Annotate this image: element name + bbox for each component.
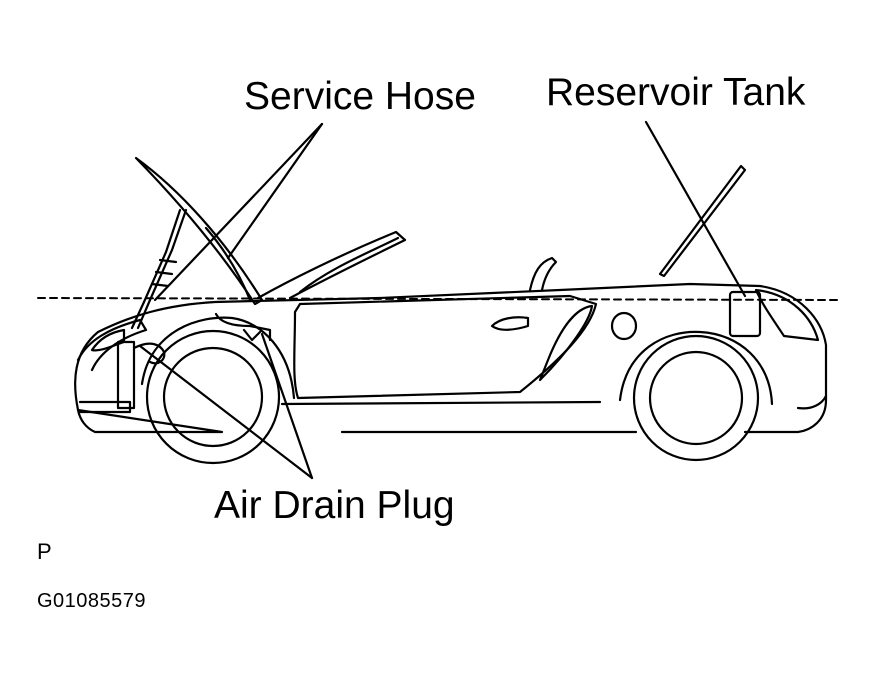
reservoir-tank-label: Reservoir Tank [546, 71, 806, 114]
rear-hood-lid [658, 164, 747, 278]
service-hose-label: Service Hose [244, 75, 476, 118]
rear-wheel [618, 330, 774, 462]
air-drain-leader-1 [138, 344, 314, 480]
front-fascia [76, 318, 148, 372]
car-body-outline [74, 282, 828, 434]
radiator-hose [132, 342, 166, 365]
side-intake [538, 304, 594, 382]
service-hose-leader-2 [226, 122, 324, 260]
front-hood-lid [134, 156, 264, 306]
air-drain-plug-label: Air Drain Plug [214, 484, 455, 527]
tail-light [754, 288, 820, 342]
seat-back [528, 256, 558, 292]
hood-inner-line [204, 226, 252, 302]
windshield-frame [298, 236, 400, 294]
air-drain-leader-2 [260, 332, 314, 480]
figure-code: G01085579 [37, 590, 147, 612]
rear-bumper [796, 394, 828, 410]
radiator [116, 340, 136, 410]
door-handle [490, 316, 530, 331]
footer-letter: P [37, 539, 52, 564]
reservoir-tank-leader [644, 120, 747, 298]
hood-strut [130, 208, 188, 330]
fuel-cap [610, 311, 638, 341]
windshield [256, 230, 407, 300]
door-outline [293, 294, 598, 400]
service-hose-leader-1 [153, 122, 324, 302]
front-wheel [140, 316, 296, 465]
rocker-panel [280, 400, 602, 406]
headlight [90, 328, 126, 352]
front-marker [242, 328, 262, 342]
strut-detail [150, 258, 178, 288]
reservoir-tank [728, 290, 762, 338]
engine-bay-pipe [214, 312, 272, 342]
